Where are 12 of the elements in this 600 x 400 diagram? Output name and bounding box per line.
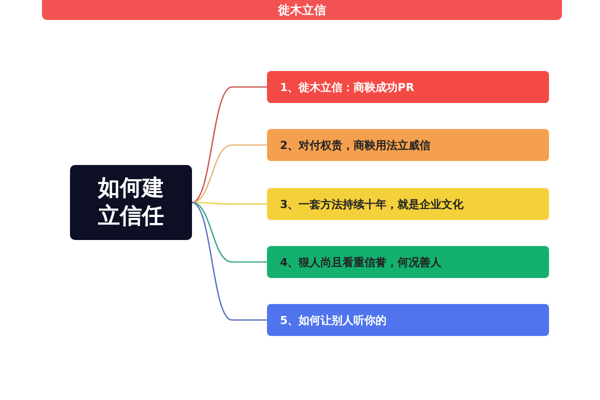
subtopic-box: 4、狠人尚且看重信誉，何况善人 [267, 246, 549, 278]
subtopic-box: 5、如何让别人听你的 [267, 304, 549, 336]
connector-line [192, 202, 267, 263]
root-topic-box: 如何建立信任 [70, 165, 192, 240]
connector-line [192, 202, 267, 205]
connector-line [192, 144, 267, 204]
subtopic-box: 3、一套方法持续十年，就是企业文化 [267, 188, 549, 220]
subtopic-box: 1、徙木立信：商鞅成功PR [267, 71, 549, 103]
connector-line [192, 86, 267, 204]
title-banner: 徙木立信 [42, 0, 562, 20]
subtopic-box: 2、对付权贵，商鞅用法立威信 [267, 129, 549, 161]
connector-line [192, 202, 267, 321]
